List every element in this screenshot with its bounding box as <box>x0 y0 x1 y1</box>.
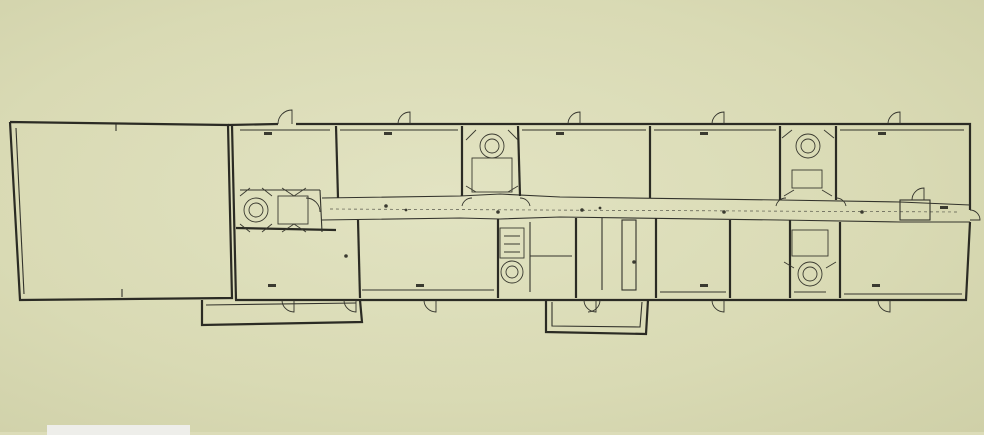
porch-west <box>200 299 364 327</box>
restroom-cluster-west <box>239 187 309 233</box>
west-bay <box>8 120 234 302</box>
restroom-cluster-east-south <box>783 229 837 293</box>
room-tags <box>264 132 948 287</box>
north-rooms <box>240 125 964 200</box>
porch-center <box>544 299 650 336</box>
restroom-cluster-east-north <box>781 129 835 197</box>
paper-scrap <box>47 425 190 435</box>
central-corridor <box>321 193 971 223</box>
south-rooms <box>356 199 962 299</box>
building-outline <box>227 122 972 302</box>
restroom-cluster-center-north <box>465 129 519 193</box>
doors <box>277 109 981 313</box>
restroom-cluster-center-south <box>499 227 525 284</box>
